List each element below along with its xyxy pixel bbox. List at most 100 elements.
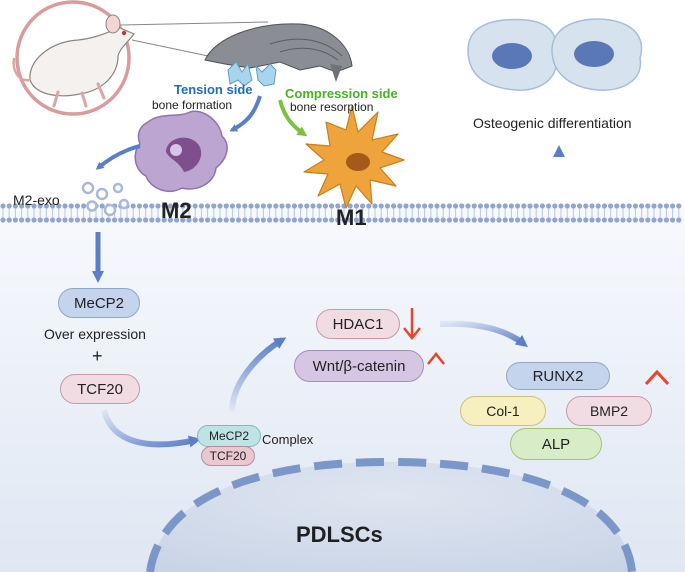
membrane-lipid [74,217,80,223]
membrane-lipid [453,217,459,223]
membrane-lipid [428,203,434,209]
membrane-lipid [248,217,254,223]
m2-exo-arrow [95,144,141,170]
over-expression-label: Over expression [44,326,146,342]
membrane-lipid [403,203,409,209]
membrane-lipid [372,203,378,209]
membrane-lipid [279,217,285,223]
membrane-lipid [236,217,242,223]
membrane-lipid [527,217,533,223]
membrane-lipid [254,203,260,209]
exosome-vesicle-icon [81,181,130,217]
membrane-lipid [670,217,676,223]
membrane-lipid [0,217,6,223]
membrane-lipid [118,217,124,223]
membrane-lipid [180,217,186,223]
membrane-lipid [347,217,353,223]
membrane-lipid [422,203,428,209]
membrane-lipid [112,217,118,223]
membrane-lipid [657,217,663,223]
membrane-lipid [434,203,440,209]
membrane-lipid [539,217,546,223]
membrane-lipid [651,203,657,209]
membrane-lipid [422,217,428,223]
membrane-lipid [496,203,502,209]
complex-label: Complex [262,432,314,447]
membrane-lipid [68,203,74,209]
membrane-lipid [12,203,18,209]
membrane-lipid [508,217,514,223]
membrane-lipid [143,217,149,223]
membrane-lipid [248,203,254,209]
mecp2-pill: MeCP2 [58,288,140,318]
membrane-lipid [12,217,18,223]
bone-resorption-label: bone resorption [290,100,374,114]
membrane-lipid [279,203,285,209]
membrane-lipid [322,203,328,209]
membrane-lipid [155,203,161,209]
membrane-lipid [366,217,372,223]
zoom-line-bottom [131,39,214,58]
membrane-lipid [676,203,682,209]
membrane-lipid [589,203,595,209]
col1-pill: Col-1 [460,396,546,426]
membrane-lipid [670,203,676,209]
membrane-lipid [149,217,155,223]
membrane-lipid [19,217,25,223]
membrane-lipid [298,217,304,223]
membrane-lipid [267,217,273,223]
membrane-lipid [446,217,452,223]
membrane-lipid [56,217,62,223]
membrane-lipid [632,217,639,223]
membrane-lipid [440,217,446,223]
membrane-lipid [254,217,260,223]
pdlscs-label: PDLSCs [296,522,383,547]
rat-icon [12,0,135,116]
membrane-lipid [515,203,521,209]
membrane-lipid [459,217,465,223]
up-arrow-head-large [644,369,670,386]
membrane-lipid [62,217,68,223]
membrane-lipid [353,203,359,209]
membrane-lipid [378,203,384,209]
membrane-lipid [205,203,211,209]
membrane-lipid [81,217,87,223]
membrane-lipid [521,203,527,209]
membrane-lipid [577,217,583,223]
membrane-lipid [372,217,378,223]
plus-sign: + [92,346,103,366]
membrane-lipid [149,203,155,209]
membrane-lipid [329,203,335,209]
membrane-lipid [68,217,74,223]
membrane-lipid [50,203,56,209]
membrane-lipid [434,217,440,223]
membrane-lipid [546,217,552,223]
membrane-lipid [676,217,682,223]
membrane-lipid [570,203,577,209]
tooth-icon [227,61,277,87]
membrane-lipid [657,203,663,209]
membrane-lipid [291,217,297,223]
zoom-line-top [119,21,269,26]
membrane-lipid [25,203,31,209]
membrane-lipid [651,217,657,223]
membrane-lipid [136,203,142,209]
membrane-lipid [471,203,477,209]
membrane-lipid [105,217,111,223]
membrane-lipid [583,203,589,209]
membrane-lipid [267,203,273,209]
membrane-lipid [645,217,651,223]
membrane-lipid [626,203,632,209]
membrane-lipid [391,203,397,209]
membrane-lipid [291,203,297,209]
membrane-lipid [502,203,508,209]
membrane-lipid [198,203,204,209]
hdac1-pill: HDAC1 [316,309,400,339]
membrane-lipid [477,217,483,223]
membrane-lipid [322,217,328,223]
membrane-lipid [43,203,50,209]
membrane-lipid [298,203,304,209]
m1-macrophage-icon [303,105,405,209]
membrane-lipid [31,203,37,209]
